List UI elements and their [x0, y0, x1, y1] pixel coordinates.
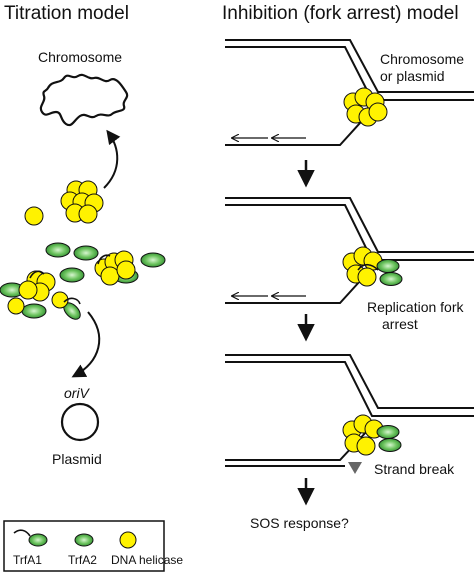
trfa-fork-2: [376, 259, 403, 286]
helicase-cluster-left: [18, 270, 56, 302]
trfa1-tail-fork-2: [357, 263, 379, 271]
helicase-single: [24, 206, 44, 226]
legend-label-trfa1: TrfA1: [13, 553, 42, 567]
label-oriv: oriV: [64, 385, 91, 401]
helicase-cluster-mid: [94, 250, 136, 286]
helicase-cluster-fork-1: [343, 87, 388, 127]
fork-1: [225, 39, 474, 146]
legend-trfa1-icon: [13, 529, 31, 537]
label-chromosome: Chromosome: [38, 49, 122, 65]
fork-3: [225, 354, 474, 467]
fork-2: [225, 197, 474, 304]
legend-label-helicase: DNA helicase: [111, 553, 183, 567]
label-or-plasmid: or plasmid: [380, 68, 445, 84]
legend: TrfA1 TrfA2 DNA helicase: [3, 520, 183, 572]
trfa-fork-3: [376, 425, 402, 452]
label-replication-fork: Replication fork: [367, 299, 464, 315]
arrow-to-chromosome: [103, 129, 121, 189]
helicase-cluster-top: [60, 180, 104, 224]
helicase-pair: [7, 291, 69, 315]
helicase-cluster-fork-2: [342, 246, 383, 287]
legend-trfa2-icon: [74, 533, 94, 547]
label-plasmid: Plasmid: [52, 451, 102, 467]
label-arrest: arrest: [382, 316, 418, 332]
trfa1-tails: [29, 254, 111, 305]
label-strand-break: Strand break: [374, 461, 455, 477]
plasmid-circle: [60, 402, 100, 442]
title-titration-model: Titration model: [4, 3, 129, 24]
legend-label-trfa2: TrfA2: [68, 553, 97, 567]
label-sos-response: SOS response?: [250, 515, 349, 531]
title-inhibition-model: Inhibition (fork arrest) model: [222, 3, 459, 24]
label-chromosome-right: Chromosome: [380, 51, 464, 67]
strand-break-marker: [348, 462, 362, 474]
arrow-to-plasmid: [71, 311, 101, 378]
legend-helicase-icon: [119, 531, 137, 549]
chromosome-shape: [39, 73, 129, 127]
